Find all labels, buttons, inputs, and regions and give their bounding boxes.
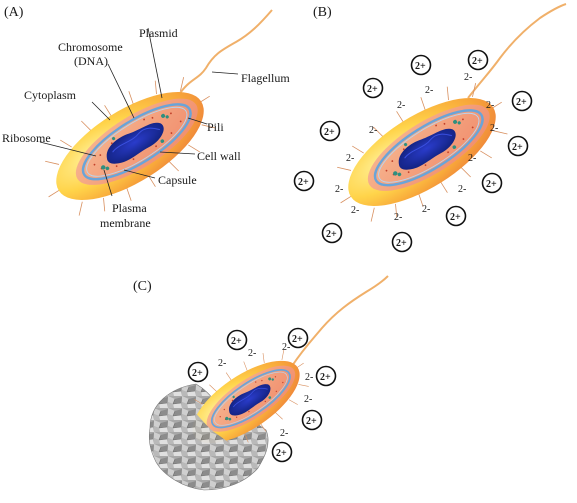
label-ribosome: Ribosome xyxy=(2,131,51,145)
leader-lines-a xyxy=(39,27,239,197)
panel-a-label: (A) xyxy=(4,5,24,20)
label-membrane: membrane xyxy=(100,216,151,230)
cation-label: 2+ xyxy=(512,142,523,153)
flagellum-b xyxy=(467,3,567,99)
anion-label: 2- xyxy=(425,85,433,96)
flagellum-c xyxy=(291,275,389,367)
cation-label: 2+ xyxy=(516,97,527,108)
label-cell-wall: Cell wall xyxy=(197,149,241,163)
label-cytoplasm: Cytoplasm xyxy=(24,88,77,102)
anion-label: 2- xyxy=(486,100,494,111)
cation-label: 2+ xyxy=(306,416,317,427)
cation-label: 2+ xyxy=(367,84,378,95)
cation-label: 2+ xyxy=(450,212,461,223)
anion-label: 2- xyxy=(351,205,359,216)
label-plasma: Plasma xyxy=(112,201,147,215)
anion-label: 2- xyxy=(282,342,290,353)
anions-b: 2- 2- 2- 2- 2- 2- 2- 2- 2- 2- 2- 2- 2- xyxy=(335,72,498,223)
cation-label: 2+ xyxy=(298,177,309,188)
cation-label: 2+ xyxy=(276,448,287,459)
cation-label: 2+ xyxy=(324,127,335,138)
cation-label: 2+ xyxy=(231,336,242,347)
flagellum-a xyxy=(177,9,273,97)
anion-label: 2- xyxy=(422,204,430,215)
anion-label: 2- xyxy=(468,153,476,164)
label-flagellum: Flagellum xyxy=(241,71,290,85)
mineral-overlay xyxy=(150,404,246,488)
cation-label: 2+ xyxy=(472,56,483,67)
cation-label: 2+ xyxy=(486,179,497,190)
label-dna: (DNA) xyxy=(74,54,108,68)
panel-b-label: (B) xyxy=(313,5,332,20)
cations-c: 2+ 2+ 2+ 2+ 2+ 2+ xyxy=(187,327,337,463)
cation-label: 2+ xyxy=(415,61,426,72)
anion-label: 2- xyxy=(490,123,498,134)
anion-label: 2- xyxy=(369,125,377,136)
cation-label: 2+ xyxy=(192,368,203,379)
anion-label: 2- xyxy=(394,212,402,223)
label-chromosome: Chromosome xyxy=(58,40,123,54)
label-plasmid: Plasmid xyxy=(139,26,178,40)
panel-a: (A) Plasmid Chromosome (DNA) Flagellum C… xyxy=(2,5,290,239)
anion-label: 2- xyxy=(280,428,288,439)
anion-label: 2- xyxy=(248,348,256,359)
label-pili: Pili xyxy=(207,120,224,134)
panel-c-label: (C) xyxy=(133,279,152,294)
cation-label: 2+ xyxy=(326,229,337,240)
cation-label: 2+ xyxy=(396,238,407,249)
anion-label: 2- xyxy=(397,100,405,111)
anion-label: 2- xyxy=(304,394,312,405)
anion-label: 2- xyxy=(218,358,226,369)
anion-label: 2- xyxy=(458,184,466,195)
anion-label: 2- xyxy=(305,372,313,383)
cation-label: 2+ xyxy=(320,372,331,383)
panel-b: (B) 2+ 2+ 2+ 2+ 2+ 2+ 2+ 2+ 2+ 2+ 2+ 2- … xyxy=(293,3,567,253)
anions-c: 2- 2- 2- 2- 2- 2- xyxy=(218,342,313,439)
cations-b: 2+ 2+ 2+ 2+ 2+ 2+ 2+ 2+ 2+ 2+ 2+ xyxy=(293,49,533,253)
cation-label: 2+ xyxy=(292,334,303,345)
anion-label: 2- xyxy=(335,184,343,195)
label-capsule: Capsule xyxy=(158,173,197,187)
panel-c: (C) 2+ 2+ 2+ 2+ 2+ 2+ 2- 2- 2- 2- 2- 2- xyxy=(133,275,389,491)
anion-label: 2- xyxy=(346,153,354,164)
anion-label: 2- xyxy=(464,72,472,83)
